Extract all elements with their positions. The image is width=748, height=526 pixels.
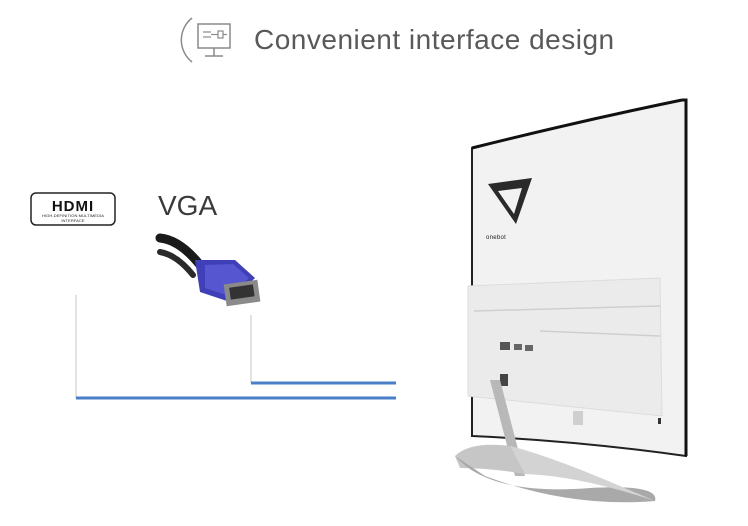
hdmi-logo: HDMI — [30, 192, 116, 226]
hdmi-subtext: HIGH-DEFINITION MULTIMEDIA INTERFACE — [41, 213, 105, 223]
hdmi-logo-text: HDMI — [52, 198, 94, 215]
header-title: Convenient interface design — [254, 24, 615, 55]
vga-connector-icon — [155, 233, 261, 307]
monitor-brand-label: onebot — [486, 235, 507, 241]
monitor-rear-image — [455, 98, 688, 503]
header: Convenient interface design — [178, 10, 615, 70]
vga-label: VGA — [158, 190, 218, 221]
cable-lines — [75, 295, 396, 400]
monitor-plug-icon — [180, 17, 231, 63]
